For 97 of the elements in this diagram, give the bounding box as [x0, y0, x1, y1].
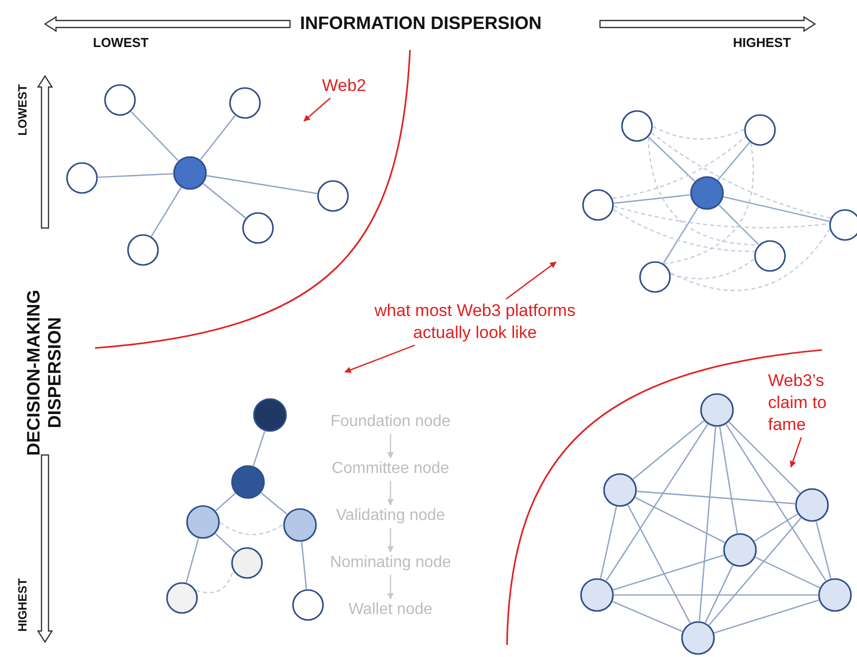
connector-line [612, 601, 683, 632]
network-node [166, 582, 198, 614]
connector-line [662, 207, 699, 264]
connector-line [754, 513, 798, 542]
axis-label: HIGHEST [733, 35, 791, 50]
role-label: Committee node [318, 459, 463, 480]
network-node [127, 234, 159, 266]
connector-line [613, 209, 755, 252]
network-node [104, 84, 136, 116]
connector-line [726, 424, 826, 582]
connector-line [220, 522, 284, 536]
network-node [818, 578, 852, 612]
connector-line [600, 506, 617, 579]
connector-line [260, 492, 288, 515]
network-node [621, 110, 653, 142]
network-node [231, 465, 265, 499]
connector-line [98, 173, 174, 178]
connector-line [704, 565, 734, 623]
connector-line [215, 492, 236, 512]
connector-line [728, 422, 800, 494]
connector-line [670, 258, 755, 280]
network-node [681, 621, 715, 655]
axis-label: LOWEST [93, 35, 149, 50]
arrow [790, 437, 802, 468]
connector-line [613, 554, 724, 591]
connector-line [614, 594, 818, 596]
connector-line [612, 136, 746, 199]
role-label: Validating node [318, 506, 463, 527]
network-node [253, 398, 287, 432]
connector-line [206, 175, 318, 194]
network-node [173, 156, 207, 190]
callout-text: Web3’s claim to fame [768, 370, 857, 436]
connector-line [196, 570, 234, 594]
connector-line [664, 142, 754, 265]
connector-line [648, 137, 759, 246]
connector-line [627, 504, 691, 624]
callout-text: what most Web3 platforms actually look like [360, 300, 590, 344]
axis-label: HIGHEST [15, 578, 30, 632]
connector-line [150, 187, 182, 237]
connector-line [634, 497, 726, 543]
connector-line [648, 136, 696, 182]
network-node [795, 488, 829, 522]
connector-line [651, 132, 831, 219]
arrow [387, 434, 394, 459]
connector-line [714, 599, 819, 634]
network-node [283, 508, 317, 542]
role-label: Wallet node [318, 600, 463, 621]
network-node [744, 114, 776, 146]
callout-text: Web2 [322, 75, 366, 98]
connector-line [717, 142, 750, 180]
connector-line [719, 426, 738, 534]
connector-line [652, 126, 744, 140]
network-node [603, 473, 637, 507]
arrow [344, 344, 416, 373]
network-node [317, 180, 349, 212]
connector-line [698, 426, 716, 622]
network-node [231, 547, 263, 579]
axis-label: LOWEST [15, 84, 30, 136]
arrow [304, 98, 331, 122]
connector-line [200, 115, 236, 160]
network-node [690, 176, 724, 210]
network-node [639, 261, 671, 293]
role-label: Foundation node [318, 412, 463, 433]
connector-line [632, 420, 704, 480]
connector-line [252, 430, 266, 466]
arrow [387, 574, 394, 600]
network-node [723, 533, 757, 567]
connector-line [670, 228, 830, 292]
network-node [186, 505, 220, 539]
connector-line [301, 542, 308, 590]
network-node [754, 240, 786, 272]
axis-title: INFORMATION DISPERSION [300, 13, 542, 34]
connector-line [186, 538, 200, 583]
connector-line [708, 517, 802, 626]
network-node [829, 209, 857, 241]
network-node [700, 393, 734, 427]
role-label: Nominating node [318, 553, 463, 574]
connector-line [215, 533, 236, 553]
connector-line [130, 111, 179, 162]
network-node [292, 589, 324, 621]
network-node [66, 162, 98, 194]
arrow [506, 261, 557, 300]
network-node [242, 212, 274, 244]
connector-line [723, 196, 830, 222]
arrow [387, 528, 394, 553]
connector-line [755, 556, 820, 588]
network-node [582, 189, 614, 221]
arrow [387, 480, 394, 506]
connector-line [606, 424, 708, 582]
network-node [580, 578, 614, 612]
axis-title: DECISION-MAKING DISPERSION [23, 288, 65, 458]
network-node [229, 87, 261, 119]
connector-line [636, 490, 796, 504]
connector-line [614, 194, 690, 204]
connector-line [816, 521, 832, 579]
connector-line [202, 183, 246, 218]
connector-line [718, 204, 760, 246]
